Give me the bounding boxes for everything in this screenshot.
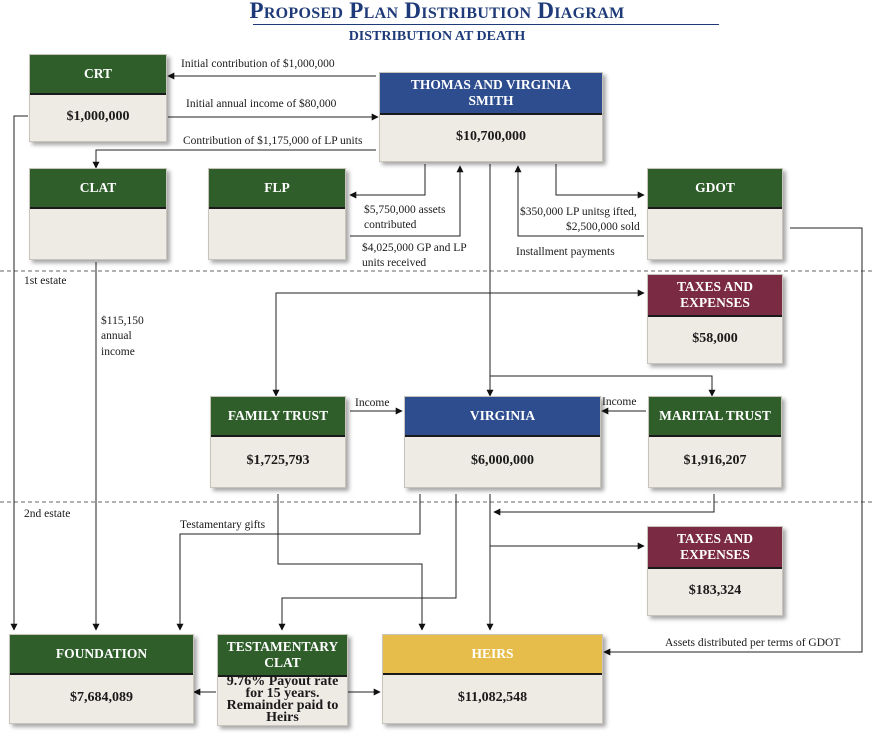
marital-trust-box: MARITAL TRUST $1,916,207 [648,396,782,488]
label-installment: Installment payments [516,246,615,258]
taxes-expenses-2-value: $183,324 [688,583,742,598]
smith-box: THOMAS AND VIRGINIA SMITH $10,700,000 [379,72,603,162]
clat-box: CLAT [29,168,167,260]
label-income-family: Income [355,397,390,409]
second-estate-label: 2nd estate [24,508,71,520]
label-clat-income-1: $115,150 [101,315,144,327]
label-assets-gdot: Assets distributed per terms of GDOT [665,637,841,649]
gdot-box: GDOT [647,168,783,260]
label-clat-income-2: annual [101,330,132,342]
virginia-title: VIRGINIA [405,397,600,437]
arrow-crt-foundation [10,115,28,631]
gdot-value [648,209,782,257]
crt-value: $1,000,000 [66,109,130,124]
label-assets-contributed-2: contributed [364,219,417,231]
label-initial-income: Initial annual income of $80,000 [186,98,337,110]
marital-trust-title: MARITAL TRUST [649,397,781,437]
crt-title: CRT [30,55,166,95]
arrow-smith-gdot [555,164,645,199]
label-lp-gifted-2: $2,500,000 sold [566,221,640,233]
taxes-expenses-1-title: TAXES AND EXPENSES [648,275,782,317]
arrow-testamentary-gifts [176,494,421,631]
page-title: Proposed Plan Distribution Diagram [249,0,625,23]
first-estate-label: 1st estate [24,275,67,287]
arrow-flp-smith [350,165,464,237]
foundation-value: $7,684,089 [70,690,133,705]
flp-value [209,209,345,257]
label-testamentary-gifts: Testamentary gifts [180,519,266,531]
taxes-expenses-2-box: TAXES AND EXPENSES $183,324 [647,526,783,616]
arrow-installment [514,165,644,237]
virginia-box: VIRGINIA $6,000,000 [404,396,601,488]
arrow-to-marital-trust [490,375,716,397]
arrow-smith-flp [349,164,426,199]
label-contribution-lp: Contribution of $1,175,000 of LP units [183,135,363,147]
family-trust-box: FAMILY TRUST $1,725,793 [210,396,346,488]
title-underline [253,24,719,25]
family-trust-value: $1,725,793 [246,453,310,468]
label-income-marital: Income [602,396,637,408]
taxes-expenses-1-box: TAXES AND EXPENSES $58,000 [647,274,783,364]
taxes-expenses-1-value: $58,000 [692,331,738,346]
label-gp-lp-2: units received [362,257,427,269]
label-gp-lp-1: $4,025,000 GP and LP [362,242,467,254]
clat-value [30,209,166,257]
flp-title: FLP [209,169,345,209]
marital-trust-value: $1,916,207 [683,453,747,468]
crt-box: CRT $1,000,000 [29,54,167,142]
arrow-marital-down [493,494,715,516]
foundation-title: FOUNDATION [10,635,193,675]
flp-box: FLP [208,168,346,260]
arrow-to-test-clat [278,494,457,631]
testamentary-clat-box: TESTAMENTARY CLAT 9.76% Payout rate for … [217,634,348,726]
heirs-box: HEIRS $11,082,548 [382,634,603,724]
foundation-box: FOUNDATION $7,684,089 [9,634,194,724]
heirs-value: $11,082,548 [457,690,528,705]
label-assets-contributed-1: $5,750,000 assets [364,204,446,216]
testamentary-clat-note: 9.76% Payout rate for 15 years. Remainde… [226,674,339,725]
family-trust-title: FAMILY TRUST [211,397,345,437]
smith-title: THOMAS AND VIRGINIA SMITH [380,73,602,115]
clat-title: CLAT [30,169,166,209]
label-lp-gifted-1: $350,000 LP unitsg ifted, [520,206,637,218]
arrow-contribution-lp [92,149,376,169]
arrow-gdot-heirs [603,227,863,656]
page-subtitle: DISTRIBUTION AT DEATH [348,29,526,44]
arrow-to-family-trust [272,292,644,397]
virginia-value: $6,000,000 [471,453,534,468]
smith-value: $10,700,000 [456,129,526,144]
taxes-expenses-2-title: TAXES AND EXPENSES [648,527,782,569]
heirs-title: HEIRS [383,635,602,675]
gdot-title: GDOT [648,169,782,209]
arrow-family-heirs [277,494,426,631]
label-initial-contribution: Initial contribution of $1,000,000 [181,58,335,70]
testamentary-clat-title: TESTAMENTARY CLAT [218,635,347,677]
label-clat-income-3: income [101,346,135,358]
